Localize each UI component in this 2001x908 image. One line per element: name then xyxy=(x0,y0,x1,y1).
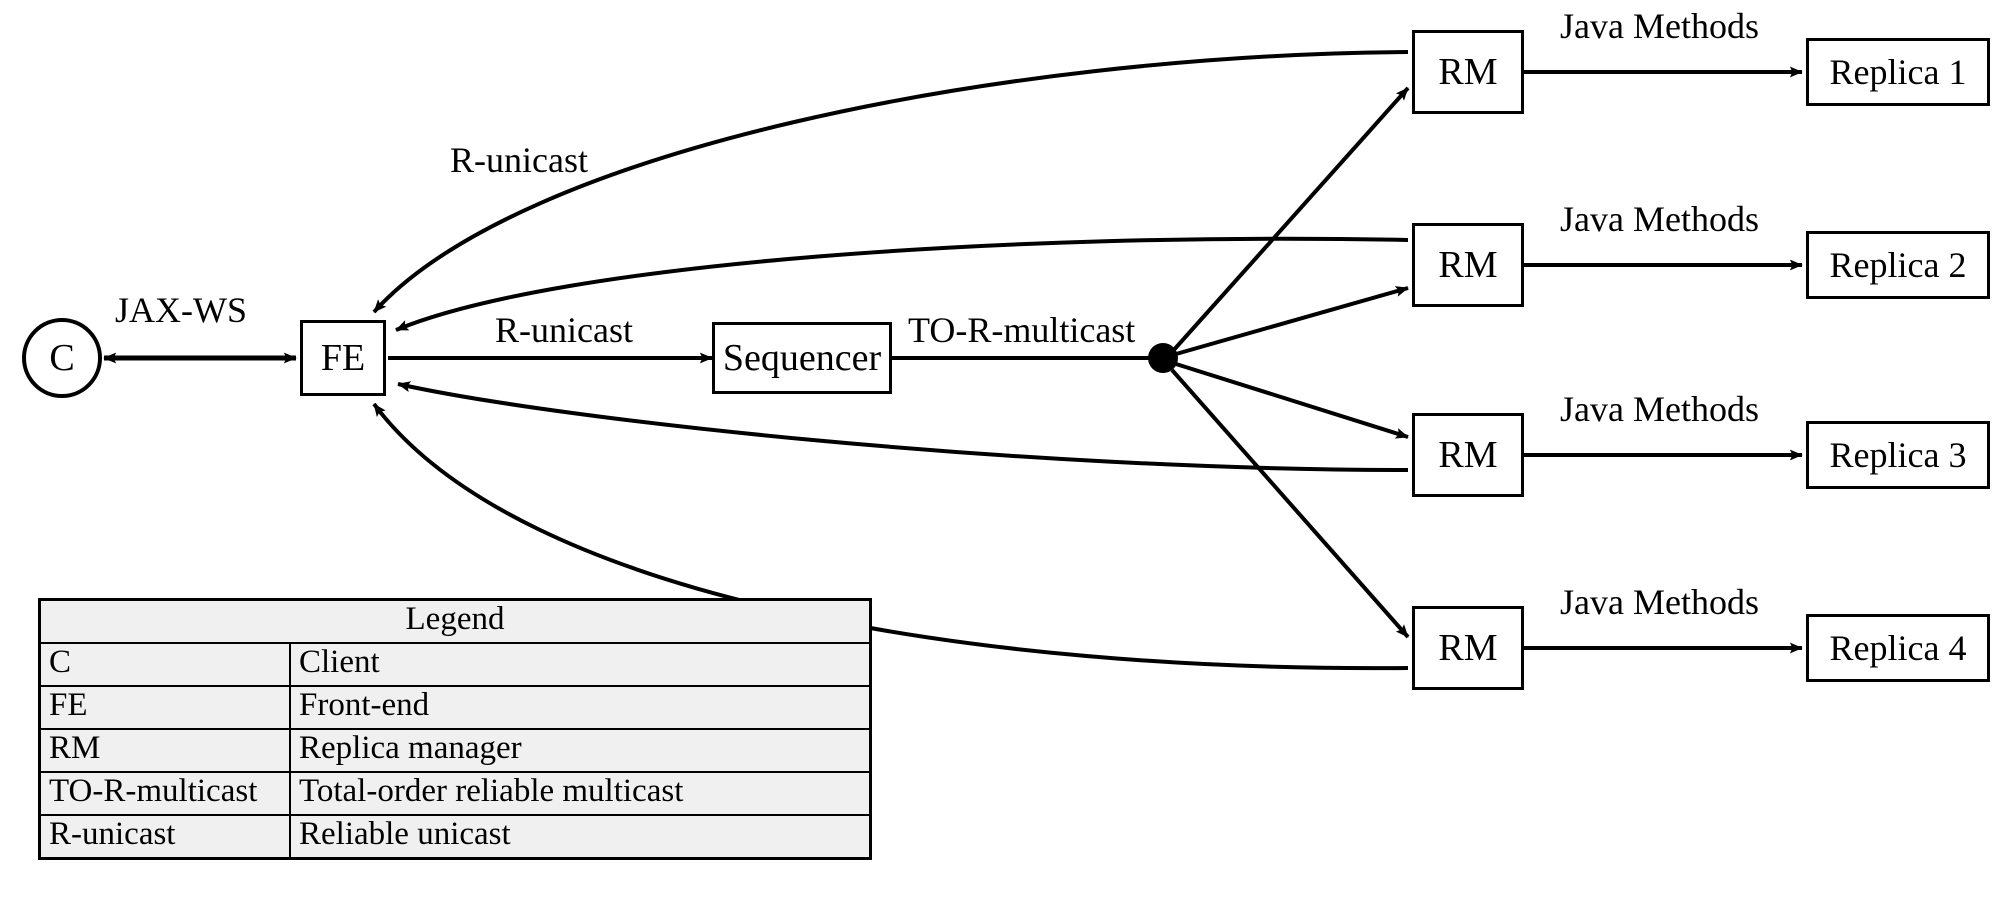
replica-label: Replica 4 xyxy=(1829,628,1967,668)
legend-row: TO-R-multicast Total-order reliable mult… xyxy=(38,771,872,816)
edge-label-java-methods-1: Java Methods xyxy=(1560,6,1759,46)
edge-rm1-frontend-reply xyxy=(372,50,1409,314)
legend-value: Total-order reliable multicast xyxy=(289,771,872,816)
edge-junction-rm-3 xyxy=(1175,362,1409,439)
multicast-junction-dot xyxy=(1148,343,1178,373)
replica-manager-node-2[interactable]: RM xyxy=(1412,223,1524,307)
replica-label: Replica 1 xyxy=(1829,52,1967,92)
legend-value: Replica manager xyxy=(289,728,872,773)
replica-node-1[interactable]: Replica 1 xyxy=(1806,38,1990,106)
sequencer-node[interactable]: Sequencer xyxy=(712,322,892,394)
edge-label-jax-ws: JAX-WS xyxy=(115,290,247,330)
legend-value: Client xyxy=(289,642,872,687)
replica-manager-label: RM xyxy=(1438,51,1498,93)
edge-label-java-methods-2: Java Methods xyxy=(1560,199,1759,239)
edge-rm2-frontend-reply xyxy=(395,236,1409,332)
replica-node-4[interactable]: Replica 4 xyxy=(1806,614,1990,682)
replica-manager-node-3[interactable]: RM xyxy=(1412,413,1524,497)
edge-junction-rm-4 xyxy=(1170,368,1410,639)
edge-junction-rm-1 xyxy=(1170,86,1410,354)
edge-label-to-r-multicast: TO-R-multicast xyxy=(908,310,1136,350)
legend-row: R-unicast Reliable unicast xyxy=(38,814,872,860)
edge-label-java-methods-4: Java Methods xyxy=(1560,582,1759,622)
replica-manager-label: RM xyxy=(1438,244,1498,286)
legend-header-row: Legend xyxy=(38,598,872,644)
legend-row: RM Replica manager xyxy=(38,728,872,773)
legend-value: Front-end xyxy=(289,685,872,730)
legend-key: FE xyxy=(38,685,291,730)
replica-manager-label: RM xyxy=(1438,627,1498,669)
edge-junction-rm-2 xyxy=(1175,286,1409,356)
replica-manager-node-4[interactable]: RM xyxy=(1412,606,1524,690)
legend-key: C xyxy=(38,642,291,687)
legend-row: FE Front-end xyxy=(38,685,872,730)
replica-node-2[interactable]: Replica 2 xyxy=(1806,231,1990,299)
edge-sequencer-junction xyxy=(890,343,1178,373)
legend-value: Reliable unicast xyxy=(289,814,872,860)
legend-key: TO-R-multicast xyxy=(38,771,291,816)
front-end-node[interactable]: FE xyxy=(300,320,386,396)
edge-rm3-frontend-reply xyxy=(397,381,1409,472)
edge-label-r-unicast-forward: R-unicast xyxy=(495,310,633,350)
edge-label-r-unicast-return: R-unicast xyxy=(450,140,588,180)
legend-row: C Client xyxy=(38,642,872,687)
client-label: C xyxy=(49,337,75,379)
replica-label: Replica 2 xyxy=(1829,245,1967,285)
legend-body: Legend C Client FE Front-end RM Replica … xyxy=(38,598,872,860)
replica-manager-node-1[interactable]: RM xyxy=(1412,30,1524,114)
client-node[interactable]: C xyxy=(22,318,102,398)
front-end-label: FE xyxy=(320,337,366,379)
legend-title: Legend xyxy=(38,598,872,644)
legend-table: Legend C Client FE Front-end RM Replica … xyxy=(38,598,872,860)
edge-label-java-methods-3: Java Methods xyxy=(1560,389,1759,429)
replica-label: Replica 3 xyxy=(1829,435,1967,475)
replica-node-3[interactable]: Replica 3 xyxy=(1806,421,1990,489)
sequencer-label: Sequencer xyxy=(722,337,882,379)
replica-manager-label: RM xyxy=(1438,434,1498,476)
legend-key: R-unicast xyxy=(38,814,291,860)
legend-key: RM xyxy=(38,728,291,773)
